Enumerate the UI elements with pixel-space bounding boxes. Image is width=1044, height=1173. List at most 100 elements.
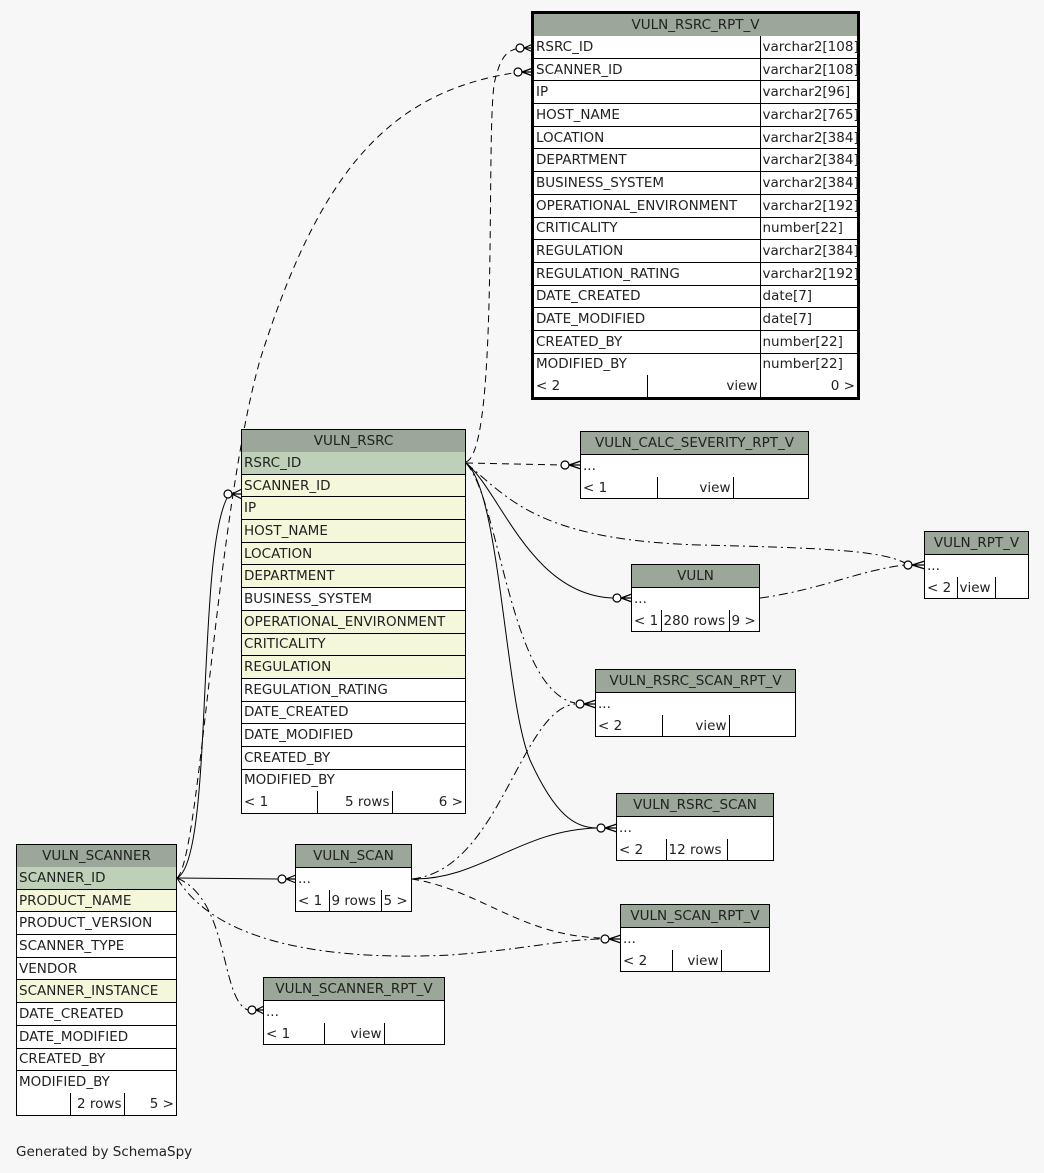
column-row[interactable]: VENDOR	[17, 956, 176, 981]
column-row[interactable]: DATE_MODIFIED	[242, 723, 465, 747]
column-name[interactable]: DATE_CREATED	[17, 1002, 176, 1026]
table-vuln-calc-severity-rpt-v[interactable]: VULN_CALC_SEVERITY_RPT_V ... < 1 view	[580, 431, 809, 500]
column-row[interactable]: SCANNER_TYPE	[17, 934, 176, 958]
table-vuln-scanner-rpt-v[interactable]: VULN_SCANNER_RPT_V ... < 1 view	[263, 977, 445, 1046]
table-vuln-rsrc-scan[interactable]: VULN_RSRC_SCAN ... < 2 12 rows	[616, 793, 774, 862]
footer-children[interactable]: 9 >	[728, 609, 759, 632]
table-title[interactable]: VULN_RPT_V	[925, 532, 1028, 555]
column-name[interactable]: BUSINESS_SYSTEM	[242, 587, 465, 611]
table-vuln[interactable]: VULN ... < 1 280 rows 9 >	[631, 564, 760, 633]
column-row[interactable]: MODIFIED_BY	[242, 768, 465, 792]
footer-parents[interactable]: < 2	[534, 375, 648, 397]
column-name[interactable]: SCANNER_INSTANCE	[17, 979, 176, 1004]
column-row[interactable]: LOCATION	[242, 541, 465, 566]
column-row[interactable]: REGULATION_RATING	[242, 677, 465, 702]
footer-parents[interactable]: < 2	[617, 838, 667, 861]
footer-parents[interactable]: < 1	[264, 1022, 325, 1045]
column-name[interactable]: PRODUCT_VERSION	[17, 911, 176, 936]
column-name[interactable]: DATE_MODIFIED	[534, 307, 761, 331]
column-row[interactable]: HOST_NAME	[242, 519, 465, 543]
column-name[interactable]: HOST_NAME	[534, 103, 761, 127]
footer-parents[interactable]: < 2	[596, 714, 663, 737]
footer-children[interactable]: 0 >	[759, 375, 857, 397]
column-name[interactable]: OPERATIONAL_ENVIRONMENT	[242, 609, 465, 634]
column-name[interactable]: DATE_MODIFIED	[17, 1024, 176, 1049]
column-name[interactable]: CREATED_BY	[534, 329, 761, 354]
column-row[interactable]: REGULATION	[242, 655, 465, 679]
table-vuln-rsrc-scan-rpt-v[interactable]: VULN_RSRC_SCAN_RPT_V ... < 2 view	[595, 669, 796, 738]
table-vuln-rpt-v[interactable]: VULN_RPT_V ... < 2 view	[924, 531, 1029, 600]
column-row[interactable]: CREATED_BY	[242, 745, 465, 770]
table-title[interactable]: VULN_SCAN	[296, 845, 411, 868]
column-row[interactable]: SCANNER_ID	[17, 867, 176, 890]
footer-parents[interactable]: < 2	[925, 576, 958, 599]
column-name[interactable]: REGULATION	[534, 239, 761, 263]
table-vuln-scan[interactable]: VULN_SCAN ... < 1 9 rows 5 >	[295, 844, 412, 913]
column-row[interactable]: PRODUCT_VERSION	[17, 911, 176, 936]
table-title[interactable]: VULN_SCANNER_RPT_V	[264, 978, 444, 1001]
column-name[interactable]: MODIFIED_BY	[534, 352, 761, 376]
column-name[interactable]: DATE_CREATED	[534, 284, 761, 309]
column-row[interactable]: CREATED_BY	[17, 1047, 176, 1072]
column-name[interactable]: REGULATION_RATING	[242, 677, 465, 702]
column-row[interactable]: MODIFIED_BY	[17, 1070, 176, 1093]
table-title[interactable]: VULN_RSRC	[242, 430, 465, 452]
column-name[interactable]: LOCATION	[242, 541, 465, 566]
column-row[interactable]: RSRC_ID	[242, 452, 465, 475]
table-title[interactable]: VULN_RSRC_SCAN_RPT_V	[596, 670, 795, 693]
table-title[interactable]: VULN_SCANNER	[17, 845, 176, 867]
column-row[interactable]: CRITICALITY	[242, 632, 465, 657]
column-row[interactable]: OPERATIONAL_ENVIRONMENT	[242, 609, 465, 634]
column-name[interactable]: REGULATION	[242, 655, 465, 679]
column-name[interactable]: OPERATIONAL_ENVIRONMENT	[534, 193, 761, 218]
column-name[interactable]: CRITICALITY	[534, 216, 761, 241]
column-name[interactable]: SCANNER_TYPE	[17, 934, 176, 958]
column-name[interactable]: CRITICALITY	[242, 632, 465, 657]
column-name[interactable]: MODIFIED_BY	[242, 768, 465, 792]
footer-parents[interactable]: < 1	[632, 609, 662, 632]
column-row[interactable]: SCANNER_INSTANCE	[17, 979, 176, 1004]
column-name[interactable]: HOST_NAME	[242, 519, 465, 543]
column-row[interactable]: SCANNER_ID	[242, 473, 465, 498]
footer-parents[interactable]: < 1	[242, 791, 318, 813]
table-title[interactable]: VULN	[632, 565, 759, 588]
column-name[interactable]: SCANNER_ID	[17, 867, 176, 890]
column-row[interactable]: DATE_MODIFIED	[17, 1024, 176, 1049]
column-name[interactable]: IP	[534, 80, 761, 105]
column-name[interactable]: REGULATION_RATING	[534, 261, 761, 286]
column-name[interactable]: SCANNER_ID	[242, 473, 465, 498]
footer-parents[interactable]: < 1	[296, 889, 330, 912]
footer-children[interactable]: 5 >	[123, 1092, 176, 1115]
column-name[interactable]: VENDOR	[17, 956, 176, 981]
column-row[interactable]: DEPARTMENT	[242, 564, 465, 589]
column-row[interactable]: DATE_CREATED	[242, 700, 465, 725]
table-title[interactable]: VULN_SCAN_RPT_V	[621, 905, 769, 928]
table-vuln-scan-rpt-v[interactable]: VULN_SCAN_RPT_V ... < 2 view	[620, 904, 770, 973]
footer-parents[interactable]: < 2	[621, 949, 673, 972]
footer-parents[interactable]: < 1	[581, 476, 658, 499]
column-row[interactable]: IP	[242, 496, 465, 521]
column-name[interactable]: IP	[242, 496, 465, 521]
column-name[interactable]: BUSINESS_SYSTEM	[534, 171, 761, 195]
column-row[interactable]: PRODUCT_NAME	[17, 888, 176, 913]
column-name[interactable]: MODIFIED_BY	[17, 1070, 176, 1093]
column-row[interactable]: BUSINESS_SYSTEM	[242, 587, 465, 611]
footer-children[interactable]: 5 >	[380, 889, 411, 912]
footer-children[interactable]: 6 >	[391, 791, 465, 813]
